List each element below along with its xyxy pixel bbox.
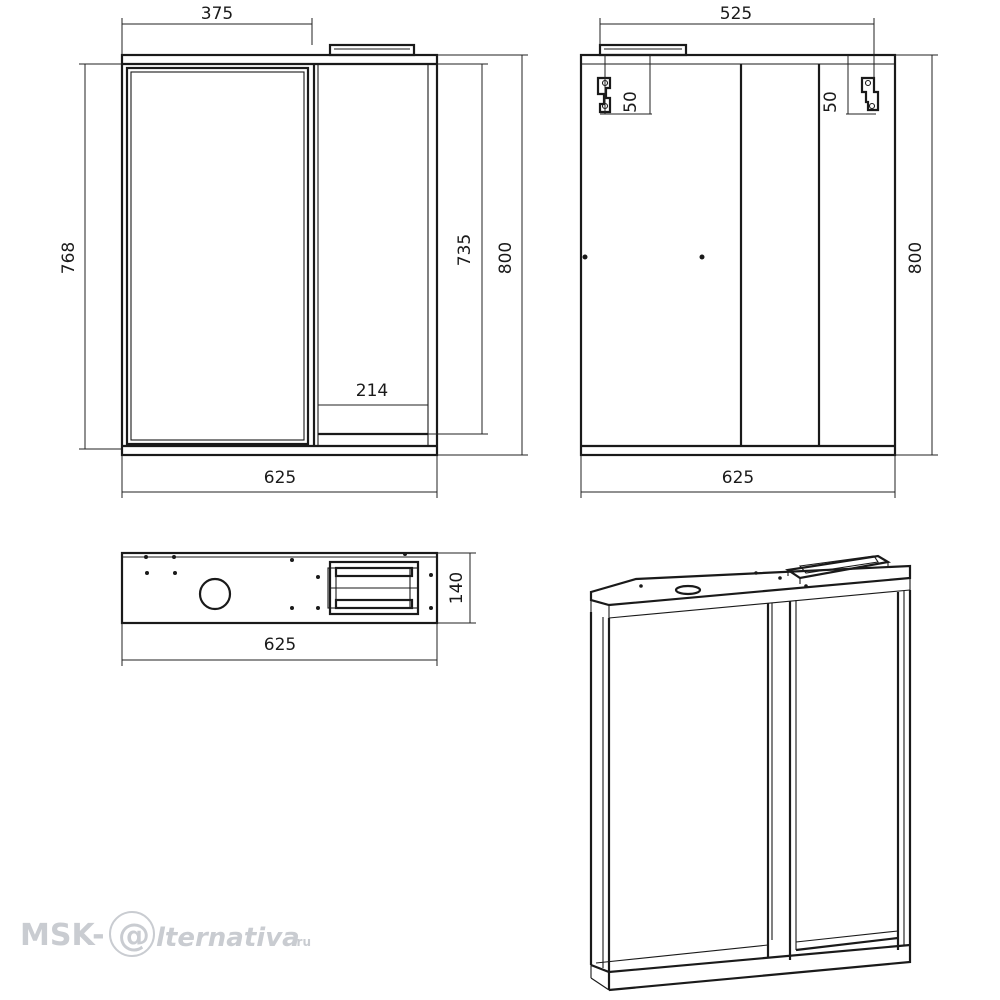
at-logo-icon [109,911,155,957]
mirror-door [125,66,310,446]
lamp-fixture [328,43,416,57]
front-view: 375 625 768 735 800 214 [59,4,528,498]
watermark-logo: MSK- @ lternativa .ru [20,911,311,957]
lamp-block-top [327,560,420,616]
top-plate-outline [120,551,439,625]
front-dim-top: 375 [201,4,233,24]
front-dim-shelf: 214 [356,381,388,401]
top-dim-depth: 140 [447,572,467,604]
front-dim-inner-height: 735 [455,234,475,266]
back-cabinet-outline [579,53,897,457]
back-view: 50 50 525 625 800 [579,4,938,498]
watermark-text-left: MSK- [20,918,105,953]
top-dim-width: 625 [264,635,296,655]
front-dim-total-height: 800 [496,242,516,274]
back-dim-bottom: 625 [722,468,754,488]
back-dim-top: 525 [720,4,752,24]
hook-left [596,76,612,114]
back-dim-hook-left: 50 [621,91,641,113]
watermark-text-logo: @ [118,916,150,954]
isometric-view [589,554,912,992]
front-dim-left: 768 [59,242,79,274]
lamp-iso [785,554,892,584]
hook-right [860,76,880,112]
back-dim-height: 800 [906,242,926,274]
cable-hole [198,577,232,611]
watermark-text-suffix: .ru [292,935,311,949]
front-cabinet-outline [120,53,439,457]
top-view: 625 140 [120,551,476,666]
watermark-text-right: lternativa [156,923,300,953]
front-dim-bottom: 625 [264,468,296,488]
back-dim-hook-right: 50 [821,91,841,113]
